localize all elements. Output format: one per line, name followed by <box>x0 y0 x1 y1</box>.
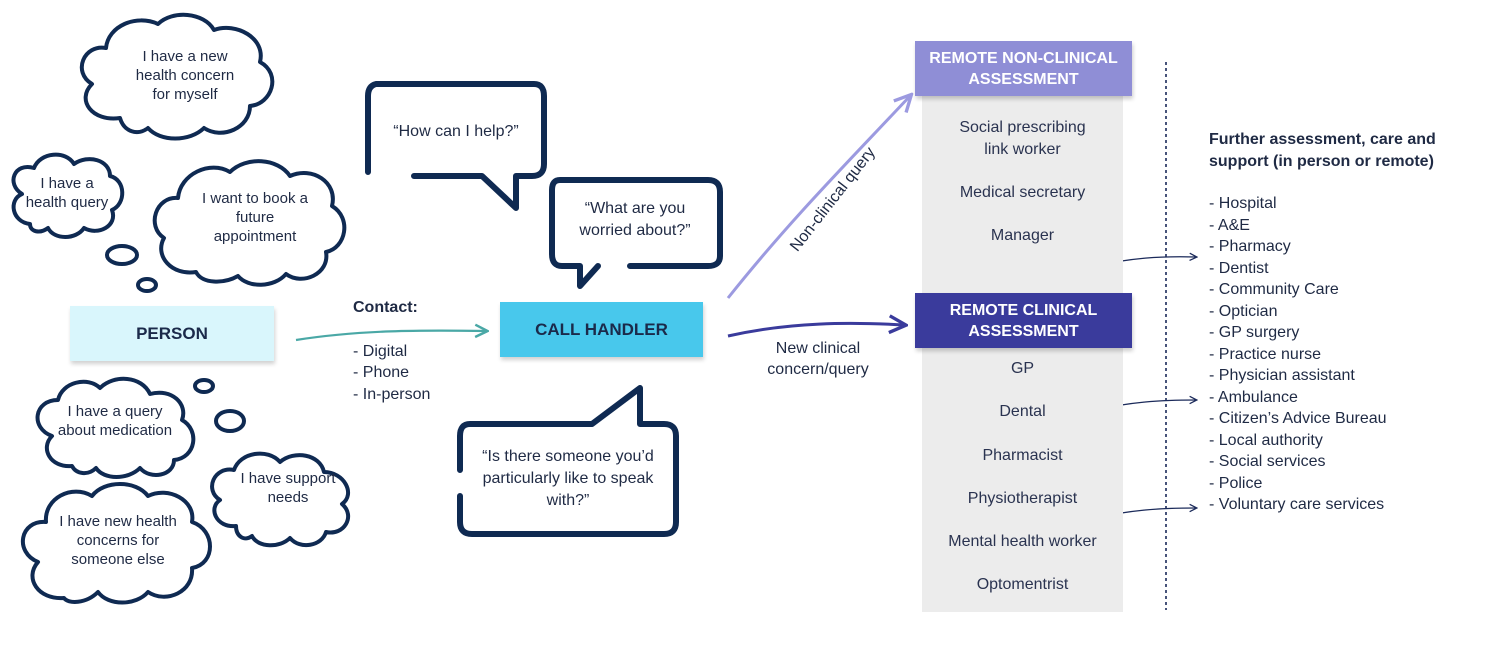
thought-cloud-appointment <box>152 159 347 287</box>
contact-arrow <box>295 331 486 342</box>
further-item: - Practice nurse <box>1209 345 1322 363</box>
contact-method-phone: - Phone <box>353 364 410 381</box>
thought-health-query: I have a health query <box>25 175 109 211</box>
further-item: - Dentist <box>1209 259 1269 277</box>
further-item: - Citizen’s Advice Bureau <box>1209 410 1387 427</box>
thought-cloud-medication <box>35 376 196 479</box>
thought-cloud-someone-else <box>20 482 212 605</box>
contact-title: Contact: <box>353 299 418 316</box>
speech-help: “How can I help?” <box>393 123 519 140</box>
thought-new-concern-self: I have a new health concern for myself <box>135 48 235 103</box>
assessment-column <box>922 96 1123 612</box>
remote-non-clinical-header: REMOTE NON-CLINICAL ASSESSMENT <box>915 41 1132 96</box>
thought-dot <box>214 409 246 433</box>
thought-book-appointment: I want to book a future appointment <box>202 190 308 245</box>
speech-worried: “What are you worried about?” <box>579 200 691 239</box>
further-item: - Police <box>1209 474 1263 492</box>
remote-clinical-header: REMOTE CLINICAL ASSESSMENT <box>915 293 1132 348</box>
speech-bubble-someone <box>457 385 679 537</box>
further-item: - A&E <box>1209 216 1250 234</box>
thought-dot <box>193 378 215 394</box>
role-pharmacist: Pharmacist <box>982 447 1063 464</box>
further-item: - Social services <box>1209 453 1326 470</box>
role-optomentrist: Optomentrist <box>976 576 1069 593</box>
role-manager: Manager <box>990 227 1055 244</box>
speech-someone: “Is there someone you’d particularly lik… <box>482 448 654 509</box>
further-item: - Voluntary care services <box>1209 496 1385 513</box>
further-item: - Community Care <box>1209 281 1339 298</box>
thought-dot <box>136 277 158 293</box>
route-clinical-label: New clinical concern/query <box>767 340 869 378</box>
thought-support-needs: I have support needs <box>240 470 336 506</box>
thought-concerns-someone-else: I have new health concerns for someone e… <box>59 513 177 568</box>
further-item: - Ambulance <box>1209 388 1298 406</box>
person-box: PERSON <box>70 306 274 361</box>
role-physiotherapist: Physiotherapist <box>967 490 1078 507</box>
role-medical-secretary: Medical secretary <box>959 184 1086 201</box>
further-item: - Local authority <box>1209 431 1323 449</box>
call-handler-box: CALL HANDLER <box>500 302 703 357</box>
speech-bubble-worried <box>549 177 723 289</box>
thought-cloud-support <box>210 451 350 548</box>
thought-dot <box>105 244 139 266</box>
further-services-list: - Hospital - A&E - Pharmacy - Dentist - … <box>1209 193 1387 516</box>
role-mental-health-worker: Mental health worker <box>948 533 1097 550</box>
further-item: - GP surgery <box>1209 324 1300 341</box>
thought-cloud-query <box>11 152 125 239</box>
role-social-prescribing: Social prescribing link worker <box>959 119 1086 158</box>
further-item: - Physician assistant <box>1209 367 1355 384</box>
clinical-arrow <box>727 323 904 338</box>
further-item: - Hospital <box>1209 195 1277 212</box>
further-title: Further assessment, care and support (in… <box>1209 131 1436 170</box>
non-clinical-arrow <box>726 96 910 299</box>
further-item: - Optician <box>1209 302 1278 320</box>
speech-bubble-help <box>365 81 547 211</box>
further-item: - Pharmacy <box>1209 238 1291 255</box>
thought-medication-query: I have a query about medication <box>57 403 173 439</box>
contact-method-in-person: - In-person <box>353 386 431 403</box>
thought-cloud-self <box>79 12 275 141</box>
contact-method-digital: - Digital <box>353 343 408 360</box>
role-dental: Dental <box>999 403 1046 420</box>
role-gp: GP <box>1010 360 1035 377</box>
